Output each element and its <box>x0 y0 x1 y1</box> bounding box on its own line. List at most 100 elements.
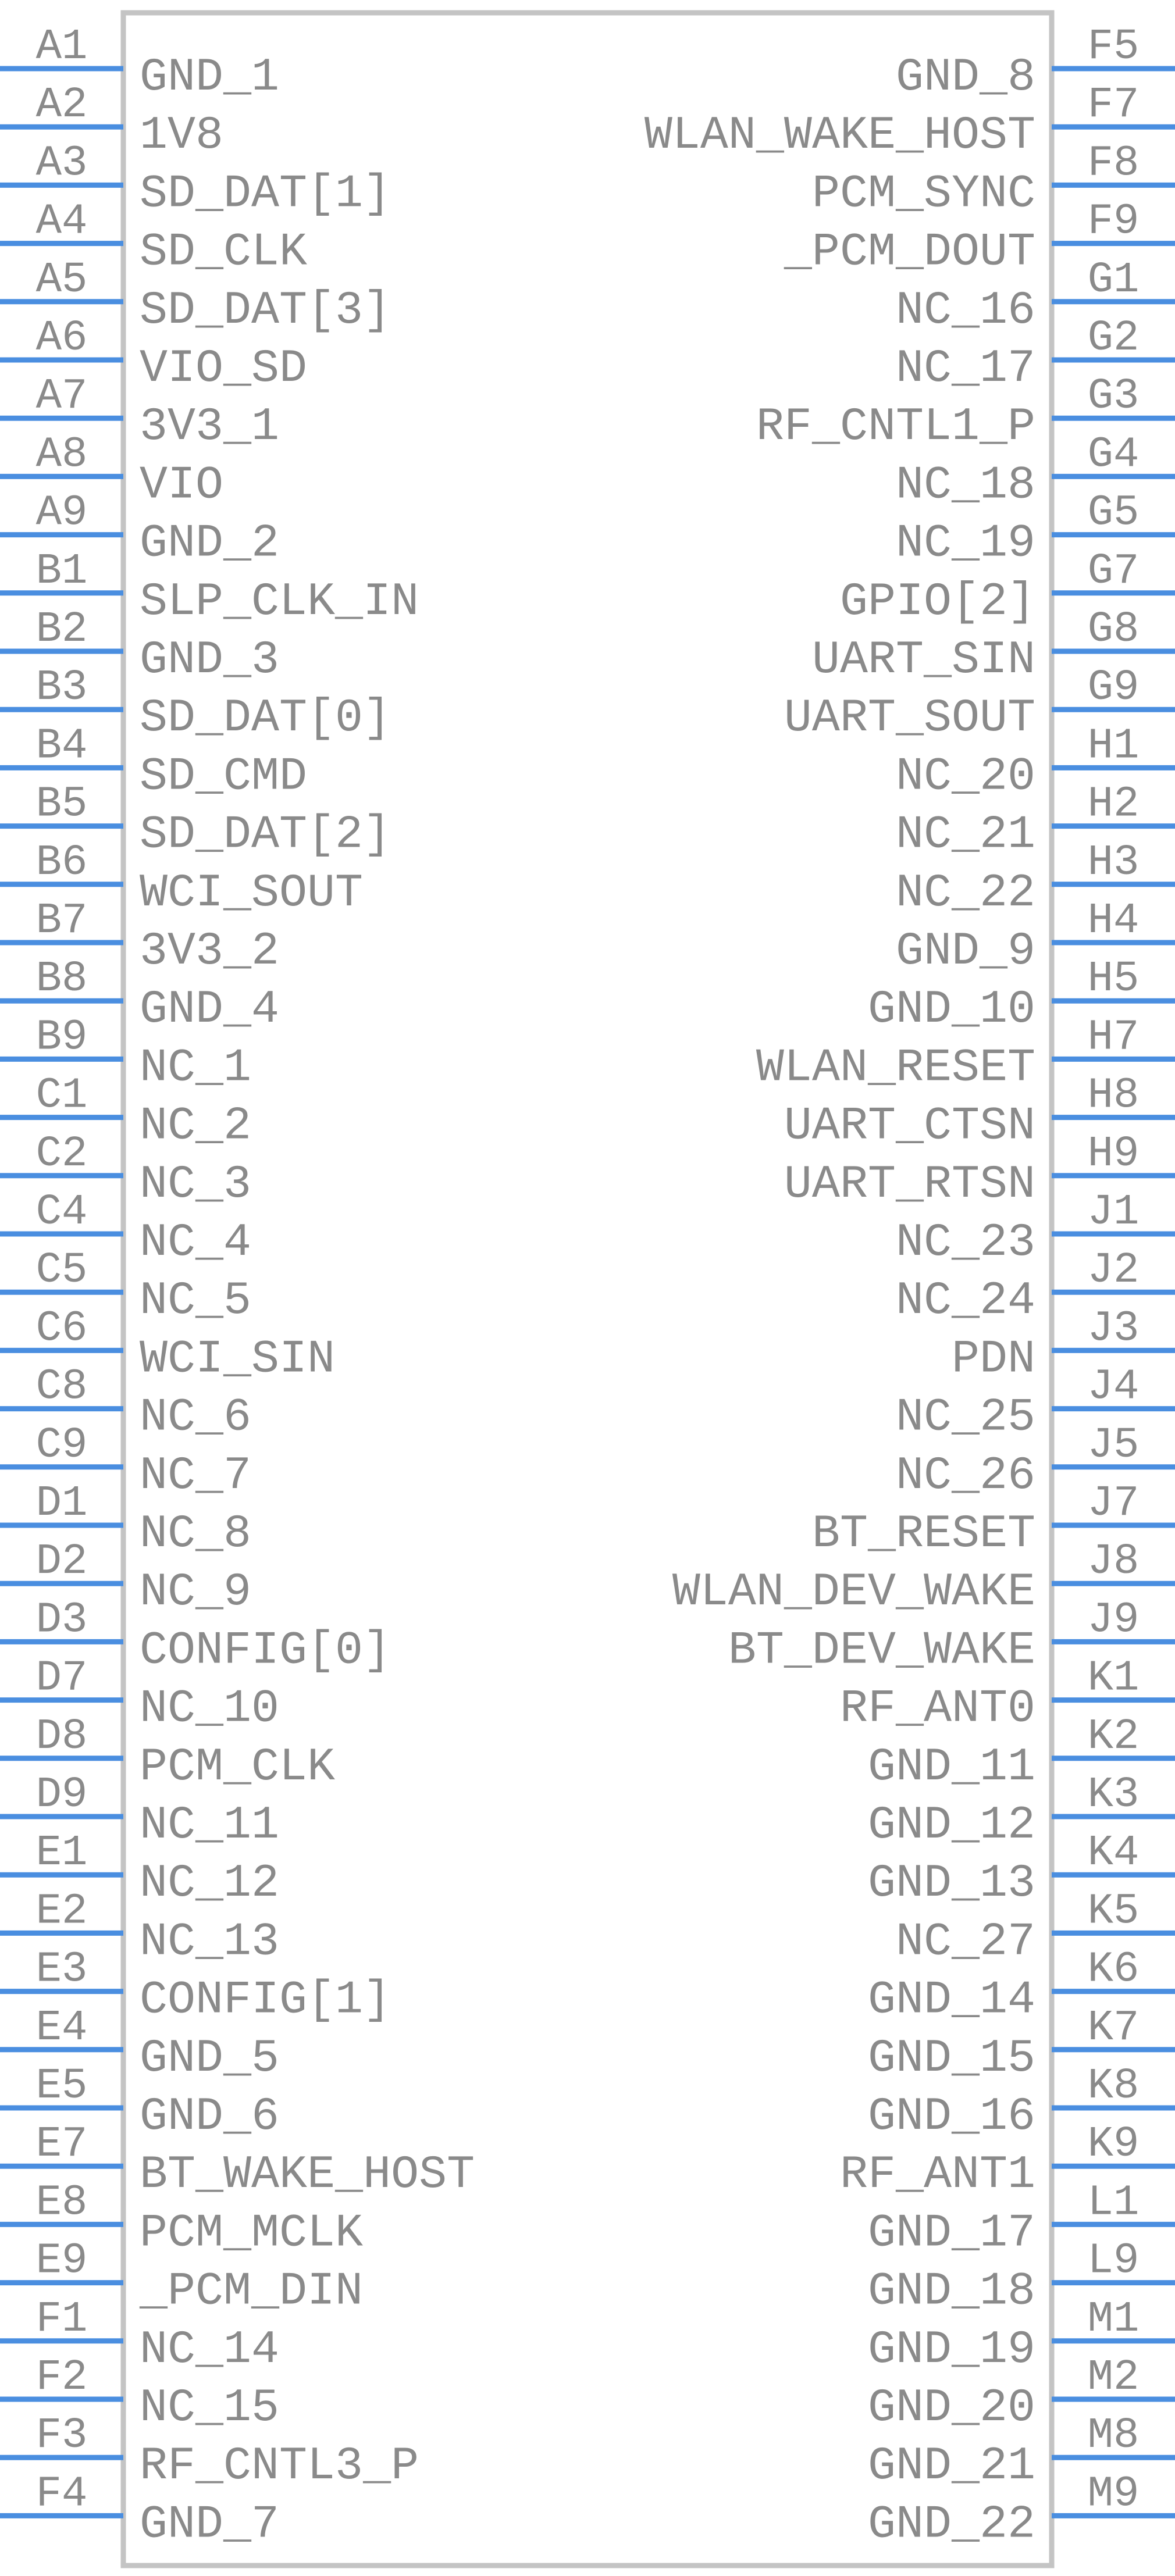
pin-number: F1 <box>36 2295 88 2344</box>
pin-number: J9 <box>1088 1596 1140 1644</box>
pin-name: GND_6 <box>140 2090 279 2143</box>
pin-number: C9 <box>36 1421 88 1470</box>
pin-number: B3 <box>36 663 88 712</box>
pin-number: L1 <box>1088 2178 1140 2227</box>
pin-name: GND_1 <box>140 51 279 104</box>
pin-number: F2 <box>36 2353 88 2402</box>
pin-name: VIO <box>140 459 223 512</box>
pin-name: SD_DAT[2] <box>140 809 391 862</box>
pin-number: J5 <box>1088 1421 1140 1470</box>
pin-name: BT_WAKE_HOST <box>140 2149 475 2202</box>
pin-number: B6 <box>36 839 88 887</box>
pin-name: SD_CMD <box>140 750 307 803</box>
pin-name: _PCM_DOUT <box>784 226 1035 279</box>
pin-number: M2 <box>1088 2353 1140 2402</box>
pin-name: NC_12 <box>140 1857 279 1910</box>
pin-number: A8 <box>36 430 88 479</box>
pin-name: GND_5 <box>140 2032 279 2085</box>
pin-number: A5 <box>36 256 88 305</box>
pin-number: G5 <box>1088 489 1140 538</box>
pin-number: K4 <box>1088 1829 1140 1878</box>
pin-number: M8 <box>1088 2411 1140 2460</box>
pin-number: A7 <box>36 372 88 421</box>
pin-number: F5 <box>1088 23 1140 72</box>
pin-number: B9 <box>36 1013 88 1062</box>
pin-name: NC_17 <box>896 342 1035 395</box>
pin-number: E5 <box>36 2062 88 2111</box>
pin-number: J8 <box>1088 1537 1140 1586</box>
pin-number: K6 <box>1088 1946 1140 1995</box>
pin-number: F3 <box>36 2411 88 2460</box>
pin-name: SD_DAT[3] <box>140 284 391 337</box>
pin-name: GND_2 <box>140 518 279 570</box>
pin-name: NC_13 <box>140 1915 279 1968</box>
pin-number: K5 <box>1088 1887 1140 1936</box>
pin-number: C4 <box>36 1188 88 1237</box>
pin-name: NC_18 <box>896 459 1035 512</box>
pin-name: SD_DAT[0] <box>140 692 391 745</box>
pin-name: NC_7 <box>140 1450 251 1503</box>
pin-number: G7 <box>1088 547 1140 596</box>
pin-number: A9 <box>36 489 88 538</box>
pin-number: K3 <box>1088 1771 1140 1819</box>
pin-name: NC_21 <box>896 809 1035 862</box>
pin-number: G3 <box>1088 372 1140 421</box>
pin-name: 3V3_2 <box>140 925 279 978</box>
pin-number: B8 <box>36 955 88 1004</box>
pin-name: GND_14 <box>868 1974 1035 2027</box>
pin-name: GND_18 <box>868 2265 1035 2318</box>
pin-name: UART_CTSN <box>784 1100 1035 1153</box>
pin-name: GND_22 <box>868 2498 1035 2551</box>
pin-name: CONFIG[1] <box>140 1974 391 2027</box>
pin-number: G2 <box>1088 314 1140 363</box>
pin-name: SD_DAT[1] <box>140 167 391 220</box>
pin-name: GND_3 <box>140 634 279 687</box>
pin-number: B5 <box>36 780 88 829</box>
pin-number: H8 <box>1088 1072 1140 1121</box>
pin-name: NC_19 <box>896 518 1035 570</box>
pin-name: WCI_SOUT <box>140 867 363 920</box>
pin-name: NC_27 <box>896 1915 1035 1968</box>
pin-name: GPIO[2] <box>840 576 1035 629</box>
pin-number: E7 <box>36 2120 88 2169</box>
pin-name: GND_13 <box>868 1857 1035 1910</box>
pin-name: NC_6 <box>140 1392 251 1444</box>
pin-name: BT_DEV_WAKE <box>728 1624 1035 1677</box>
pin-name: NC_26 <box>896 1450 1035 1503</box>
pin-number: M9 <box>1088 2470 1140 2518</box>
pin-number: A1 <box>36 23 88 72</box>
pin-name: NC_24 <box>896 1275 1035 1328</box>
